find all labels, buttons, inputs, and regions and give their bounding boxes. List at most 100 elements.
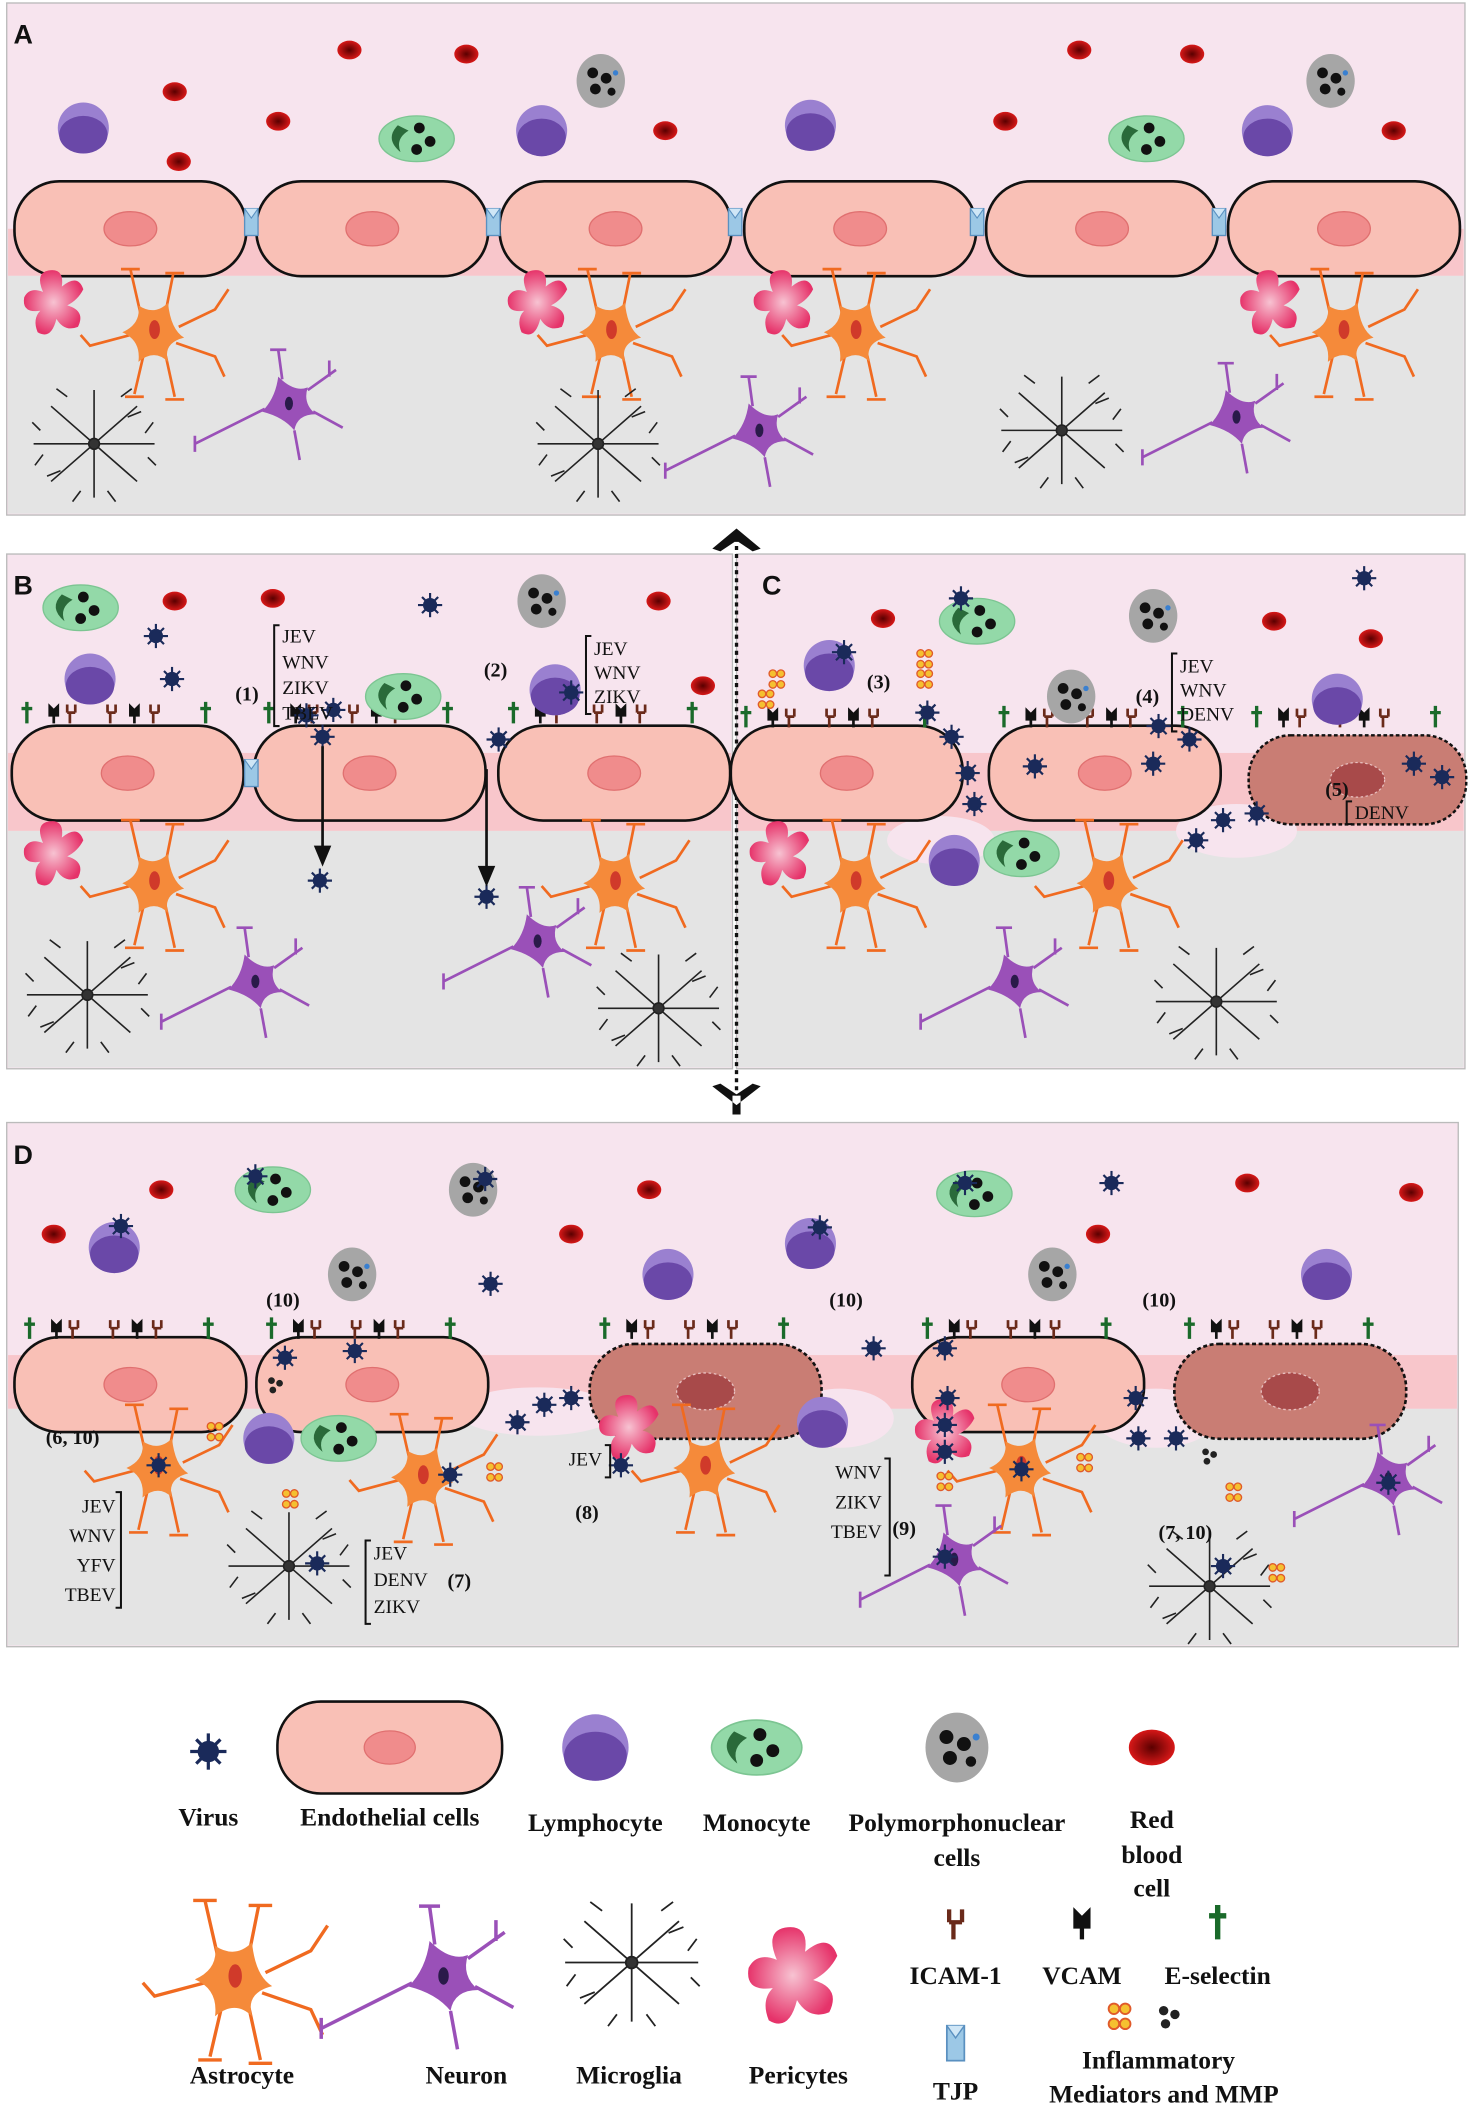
- virus-transcytosis-arrows: [313, 746, 496, 887]
- endothelial-cell: [13, 180, 248, 278]
- endothelial-cell: [742, 180, 978, 278]
- panel-letter-a: A: [13, 19, 32, 49]
- tjp-icon: [969, 207, 985, 237]
- legend-microglia-label: Microglia: [576, 2061, 682, 2090]
- annotation-b2: (2) JEV WNV ZIKV: [484, 635, 641, 715]
- svg-text:ZIKV: ZIKV: [282, 678, 329, 699]
- endothelial-cell: [498, 180, 733, 278]
- polymorphonuclear-cell: [1306, 54, 1355, 108]
- tjp-icon: [727, 207, 743, 237]
- red-blood-cell: [162, 591, 187, 611]
- legend-vcam-label: VCAM: [1042, 1961, 1121, 1990]
- legend-virus-label: Virus: [178, 1802, 238, 1831]
- polymorphonuclear-cell: [327, 1247, 377, 1302]
- red-blood-cell: [1262, 611, 1287, 631]
- panel-letter-b: B: [13, 570, 32, 600]
- red-blood-cell: [266, 111, 291, 131]
- legend-pmn-label-2: cells: [934, 1843, 981, 1872]
- polymorphonuclear-cell: [448, 1162, 498, 1217]
- lymphocyte: [1311, 673, 1363, 725]
- legend-rbc-label: Red: [1130, 1805, 1174, 1834]
- red-blood-cell: [559, 1224, 584, 1244]
- svg-text:JEV: JEV: [1180, 656, 1214, 677]
- monocyte: [364, 672, 442, 721]
- legend-monocyte-label: Monocyte: [703, 1808, 811, 1837]
- svg-text:(5): (5): [1325, 779, 1349, 801]
- monocyte: [936, 1170, 1013, 1218]
- lymphocyte: [516, 105, 568, 157]
- legend-eselectin-label: E-selectin: [1165, 1961, 1271, 1990]
- polymorphonuclear-cell: [1046, 669, 1096, 724]
- lymphocyte: [796, 1396, 849, 1448]
- endothelial-cell: [496, 724, 732, 822]
- svg-text:(2): (2): [484, 659, 508, 681]
- svg-text:(1): (1): [235, 684, 259, 706]
- monocyte: [234, 1166, 312, 1214]
- svg-text:(7, 10): (7, 10): [1159, 1522, 1213, 1544]
- red-blood-cell: [1128, 1729, 1175, 1766]
- svg-text:(10): (10): [266, 1290, 300, 1312]
- legend: Virus Endothelial cells Lymphocyte Monoc…: [178, 1802, 1278, 2108]
- microglia: [562, 1901, 701, 2028]
- monocyte: [1108, 115, 1185, 163]
- red-blood-cell: [653, 121, 678, 141]
- annotation-b1: (1) JEV WNV ZIKV TBEV: [235, 624, 333, 728]
- svg-text:(7): (7): [448, 1571, 472, 1593]
- legend-endothelial-label: Endothelial cells: [300, 1802, 479, 1831]
- svg-text:ZIKV: ZIKV: [374, 1597, 421, 1618]
- svg-text:JEV: JEV: [374, 1543, 408, 1564]
- legend-lymphocyte-label: Lymphocyte: [528, 1808, 663, 1837]
- red-blood-cell: [166, 152, 191, 171]
- polymorphonuclear-cell: [1128, 588, 1178, 643]
- endothelial-cell: [729, 724, 964, 822]
- legend-rbc-label-2: blood: [1121, 1840, 1182, 1869]
- neuron: [319, 1904, 516, 2052]
- svg-text:WNV: WNV: [1180, 680, 1227, 701]
- svg-text:ZIKV: ZIKV: [594, 687, 641, 708]
- red-blood-cell: [993, 111, 1018, 131]
- virus-icon: [188, 1731, 229, 1772]
- svg-text:(10): (10): [1142, 1290, 1176, 1312]
- polymorphonuclear-cell: [576, 54, 625, 108]
- svg-text:(4): (4): [1136, 686, 1160, 708]
- svg-text:DENV: DENV: [1355, 803, 1409, 824]
- legend-mediators-label: Inflammatory: [1082, 2046, 1235, 2075]
- lymphocyte: [64, 653, 116, 705]
- legend-rbc-label-3: cell: [1133, 1874, 1170, 1903]
- monocyte: [983, 830, 1060, 878]
- svg-text:WNV: WNV: [835, 1463, 882, 1484]
- lymphocyte: [928, 834, 980, 886]
- tjp-icon: [1211, 207, 1227, 237]
- monocyte: [42, 584, 119, 632]
- svg-text:WNV: WNV: [69, 1526, 115, 1547]
- red-blood-cell: [149, 1180, 174, 1200]
- red-blood-cell: [260, 588, 285, 608]
- red-blood-cell: [690, 676, 716, 696]
- svg-text:YFV: YFV: [77, 1555, 116, 1576]
- panel-letter-d: D: [13, 1140, 32, 1170]
- red-blood-cell: [1067, 40, 1092, 60]
- lymphocyte: [57, 102, 109, 154]
- svg-text:(3): (3): [867, 671, 891, 693]
- red-blood-cell: [637, 1180, 662, 1200]
- endothelial-cell: [10, 724, 245, 822]
- red-blood-cell: [162, 82, 187, 102]
- svg-text:JEV: JEV: [282, 627, 316, 648]
- monocyte: [300, 1414, 377, 1462]
- endothelial-cell: [255, 180, 490, 278]
- svg-text:DENV: DENV: [374, 1570, 428, 1591]
- endothelial-cell: [984, 180, 1220, 278]
- svg-text:JEV: JEV: [82, 1496, 116, 1517]
- lymphocyte: [784, 99, 836, 151]
- legend-astrocyte-label: Astrocyte: [190, 2061, 294, 2090]
- lymphocyte: [784, 1217, 836, 1270]
- polymorphonuclear-cell: [517, 574, 566, 628]
- monocyte: [378, 115, 455, 163]
- svg-text:(6, 10): (6, 10): [46, 1427, 100, 1449]
- astrocyte: [141, 1898, 330, 2066]
- red-blood-cell: [646, 591, 671, 611]
- legend-icam-label: ICAM-1: [910, 1961, 1002, 1990]
- pericyte: [748, 1927, 838, 2024]
- lymphocyte: [88, 1222, 140, 1274]
